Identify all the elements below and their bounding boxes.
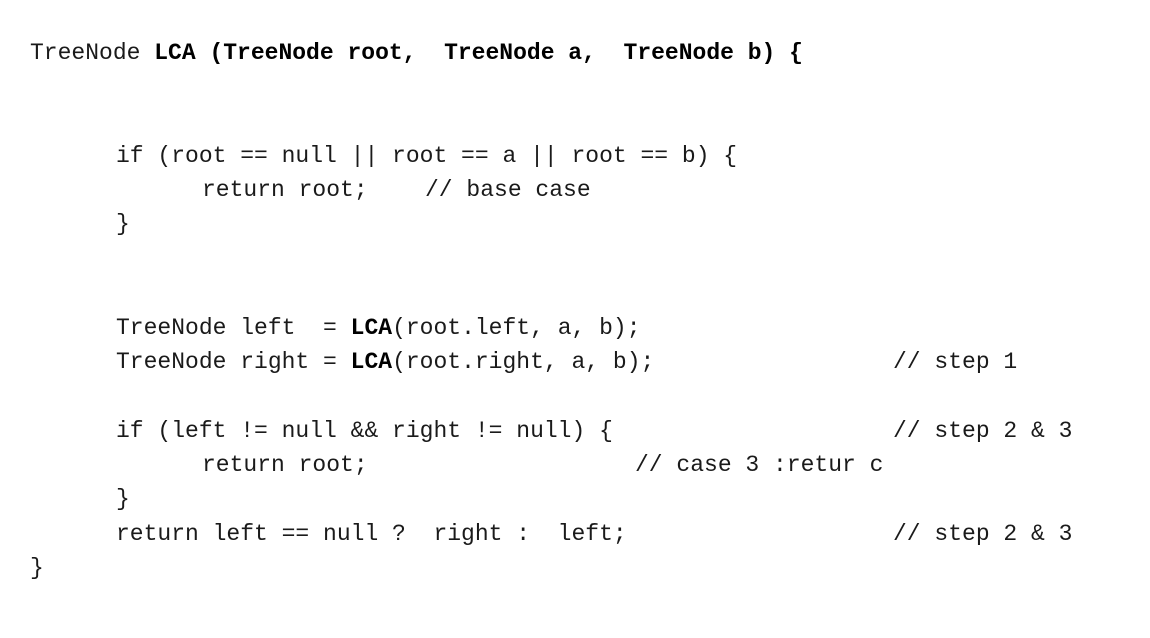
base-case-return: return root; bbox=[202, 176, 368, 204]
both-nonnull-condition: if (left != null && right != null) { bbox=[116, 418, 613, 444]
lca-call-right: LCA bbox=[350, 349, 393, 375]
function-closing-brace: } bbox=[30, 555, 44, 581]
signature-bold: LCA (TreeNode root, TreeNode a, TreeNode… bbox=[154, 40, 803, 66]
case3-comment: // case 3 :retur c bbox=[635, 452, 884, 478]
right-assign: TreeNode right = bbox=[116, 349, 351, 375]
step23-comment-a: // step 2 & 3 bbox=[893, 418, 1073, 444]
right-recursion: TreeNode right = LCA(root.right, a, b); bbox=[116, 348, 654, 376]
lca-call-left: LCA bbox=[350, 315, 393, 341]
right-args: (root.right, a, b); bbox=[392, 349, 655, 375]
return-root-statement: return root; bbox=[202, 177, 368, 203]
step1-comment: // step 1 bbox=[893, 349, 1018, 375]
step23-comment-b: // step 2 & 3 bbox=[893, 521, 1073, 547]
return-type: TreeNode bbox=[30, 40, 155, 66]
base-case-condition: if (root == null || root == a || root ==… bbox=[116, 143, 738, 169]
final-return: return left == null ? right : left; bbox=[116, 521, 627, 547]
closing-brace-2: } bbox=[116, 486, 130, 512]
left-args: (root.left, a, b); bbox=[392, 315, 641, 341]
left-recursion: TreeNode left = LCA(root.left, a, b); bbox=[116, 314, 641, 342]
base-case-comment: // base case bbox=[425, 177, 591, 203]
left-assign: TreeNode left = bbox=[116, 315, 351, 341]
closing-brace: } bbox=[116, 211, 130, 237]
case3-return: return root; bbox=[202, 452, 368, 478]
function-signature: TreeNode LCA (TreeNode root, TreeNode a,… bbox=[30, 39, 803, 67]
